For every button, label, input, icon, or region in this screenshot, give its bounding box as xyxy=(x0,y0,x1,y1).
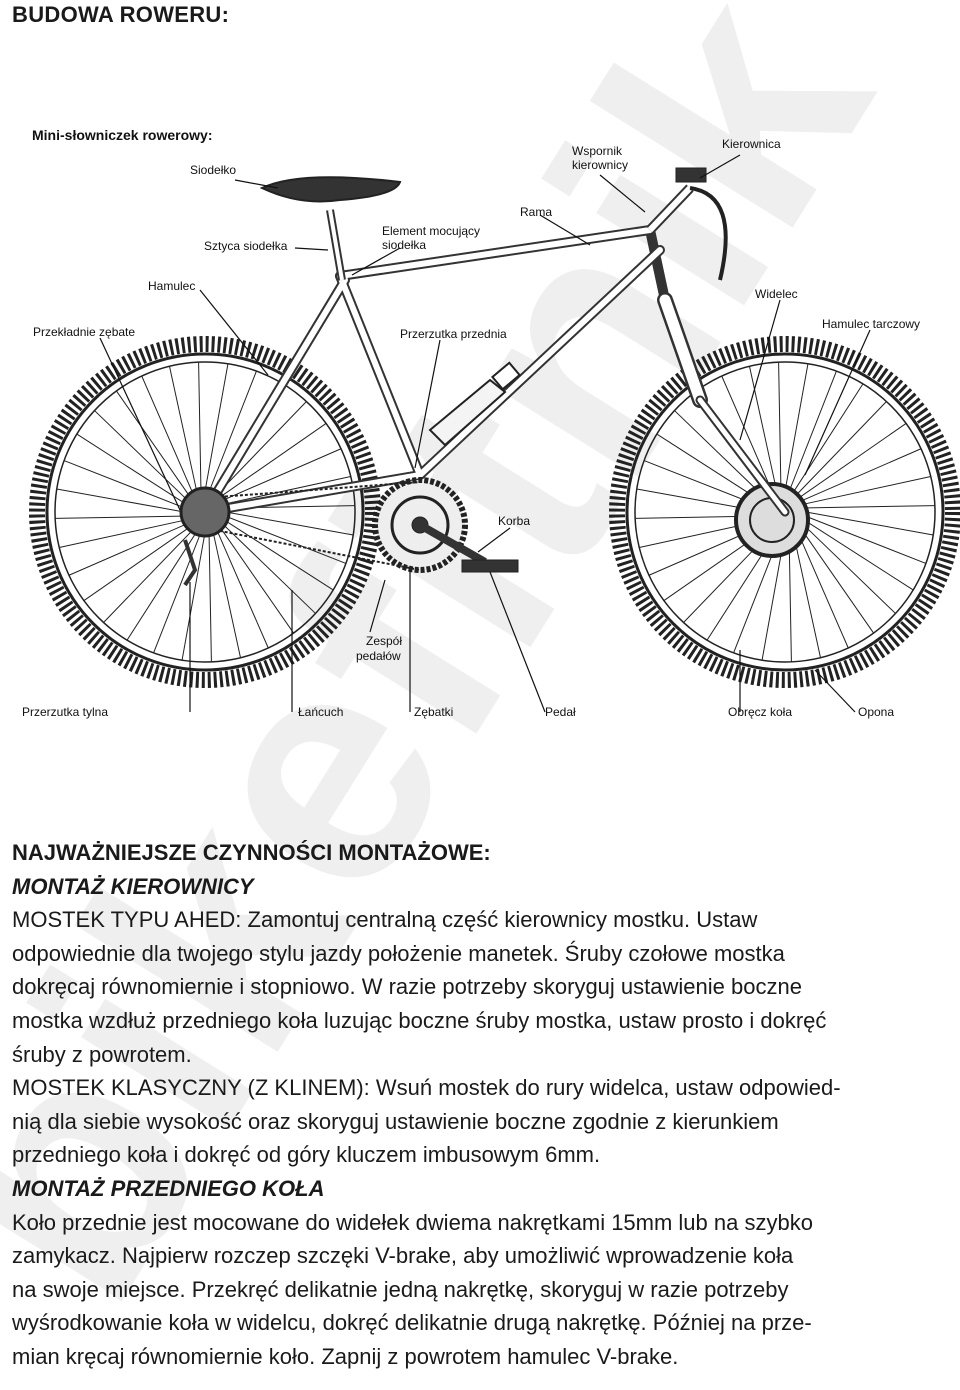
wheel-spoke xyxy=(792,517,874,634)
label-przerzutka-przednia: Przerzutka przednia xyxy=(400,327,507,341)
handlebar xyxy=(646,167,728,281)
section-heading: NAJWAŻNIEJSZE CZYNNOŚCI MONTAŻOWE: xyxy=(12,840,491,865)
wheel-spoke xyxy=(94,410,197,509)
wheel-spoke xyxy=(794,511,927,564)
wheel-spoke xyxy=(794,509,934,536)
wheel-spoke xyxy=(153,521,206,654)
label-korba: Korba xyxy=(498,514,530,528)
wheel-spoke xyxy=(214,511,347,564)
bike-diagram-svg: Mini-słowniczek rowerowy: Siodełko Sztyc… xyxy=(22,127,960,719)
label-rama: Rama xyxy=(520,205,552,219)
text-line: dokręcaj równomiernie i stopniowo. W raz… xyxy=(12,974,802,1000)
label-widelec: Widelec xyxy=(755,287,798,301)
text-line: na swoje miejsce. Przekręć delikatnie je… xyxy=(12,1276,789,1302)
wheel-spoke xyxy=(63,460,196,513)
section1-title: MONTAŻ KIEROWNICY xyxy=(12,873,254,899)
wheel-spoke xyxy=(116,390,198,507)
wheel-spoke xyxy=(794,505,935,509)
chain xyxy=(204,481,421,571)
wheel-spoke xyxy=(198,362,202,503)
wheel-spoke xyxy=(103,520,202,623)
label-kierownica: Kierownica xyxy=(722,137,781,151)
text-line: śruby z powrotem. xyxy=(12,1041,192,1067)
wheel-spoke xyxy=(784,370,837,503)
wheel-spoke xyxy=(790,423,907,505)
text-line: Koło przednie jest mocowane do widełek d… xyxy=(12,1209,813,1235)
label-przekladnie: Przekładnie zębate xyxy=(33,325,135,339)
wheel-spoke xyxy=(168,366,200,504)
instructions: NAJWAŻNIEJSZE CZYNNOŚCI MONTAŻOWE: MONTA… xyxy=(12,836,952,1374)
disc-brake xyxy=(734,482,810,558)
label-element-mocujacy-2: siodełka xyxy=(382,238,426,252)
label-hamulec-tarczowy: Hamulec tarczowy xyxy=(822,317,920,331)
bike-diagram: Mini-słowniczek rowerowy: Siodełko Sztyc… xyxy=(0,100,960,740)
page-title: BUDOWA ROWERU: xyxy=(12,2,230,27)
label-siodelko: Siodełko xyxy=(190,163,236,177)
wheel-spoke xyxy=(210,520,242,658)
label-przerzutka-tylna: Przerzutka tylna xyxy=(22,705,108,719)
wheel-spoke xyxy=(210,423,327,505)
wheel-spoke xyxy=(212,517,294,634)
glossary-title: Mini-słowniczek rowerowy: xyxy=(32,127,212,143)
callout-lines xyxy=(99,154,871,713)
section2-title: MONTAŻ PRZEDNIEGO KOŁA xyxy=(12,1175,325,1201)
bottle xyxy=(428,361,521,447)
wheel-spoke xyxy=(204,370,257,503)
text-line: zamykacz. Najpierw rozczep szczęki V-bra… xyxy=(12,1243,794,1269)
wheel-spoke xyxy=(211,518,269,649)
wheel-spoke xyxy=(202,363,229,503)
label-hamulec: Hamulec xyxy=(148,279,195,293)
cassette xyxy=(179,486,231,587)
wheel-spoke xyxy=(68,518,199,576)
wheel-spoke xyxy=(126,521,204,641)
wheel-spoke xyxy=(208,521,212,662)
wheel-spoke xyxy=(786,383,864,503)
wheel-spoke xyxy=(793,475,931,507)
wheel-spoke xyxy=(214,509,354,536)
wheel-spoke xyxy=(793,515,896,614)
text-line: MOSTEK TYPU AHED: Zamontuj centralną czę… xyxy=(12,907,758,933)
label-pedal: Pedał xyxy=(545,705,576,719)
wheel-spoke xyxy=(782,363,809,503)
text-line: odpowiednie dla twojego stylu jazdy poło… xyxy=(12,940,785,966)
text-line: przedniego koła i dokręć od góry kluczem… xyxy=(12,1142,601,1168)
wheel-spoke xyxy=(181,521,208,661)
wheel-spoke xyxy=(794,513,914,591)
fork xyxy=(657,292,790,517)
text-line: nią dla siebie wysokość oraz skoryguj us… xyxy=(12,1108,779,1134)
seatpost xyxy=(326,209,346,281)
label-opona: Opona xyxy=(858,705,894,719)
text-line: mostka wzdłuż przedniego koła luzując bo… xyxy=(12,1007,827,1033)
wheel-spoke xyxy=(211,448,342,506)
label-wspornik-2: kierownicy xyxy=(572,158,628,172)
label-sztyca: Sztyca siodełka xyxy=(204,239,288,253)
wheel-spoke xyxy=(788,401,887,504)
label-lancuch: Łańcuch xyxy=(298,705,343,719)
label-zespol-1: Zespół xyxy=(366,634,402,648)
wheel-spoke xyxy=(55,515,196,519)
wheel-spoke xyxy=(59,517,197,549)
label-wspornik-1: Wspornik xyxy=(572,144,623,158)
wheel-spoke xyxy=(83,519,200,601)
wheel-spoke xyxy=(141,375,199,506)
text-line: mian kręcaj równomiernie koło. Zapnij z … xyxy=(12,1343,679,1369)
wheel-spoke xyxy=(778,362,782,503)
label-element-mocujacy-1: Element mocujący xyxy=(382,224,480,238)
label-zespol-2: pedałów xyxy=(356,649,401,663)
wheel-spoke xyxy=(213,515,316,614)
chainring xyxy=(372,477,519,573)
wheel-spoke xyxy=(76,433,196,511)
wheel-spoke xyxy=(791,448,922,506)
text-line: wyśrodkowanie koła w widelcu, dokręć del… xyxy=(12,1310,812,1336)
wheel-spoke xyxy=(56,488,196,515)
text-line: MOSTEK KLASYCZNY (Z KLINEM): Wsuń mostek… xyxy=(12,1075,841,1101)
label-zebatki: Zębatki xyxy=(414,705,453,719)
label-obrecz: Obręcz koła xyxy=(728,705,792,719)
wheel-spoke xyxy=(214,513,334,591)
saddle xyxy=(259,176,402,203)
